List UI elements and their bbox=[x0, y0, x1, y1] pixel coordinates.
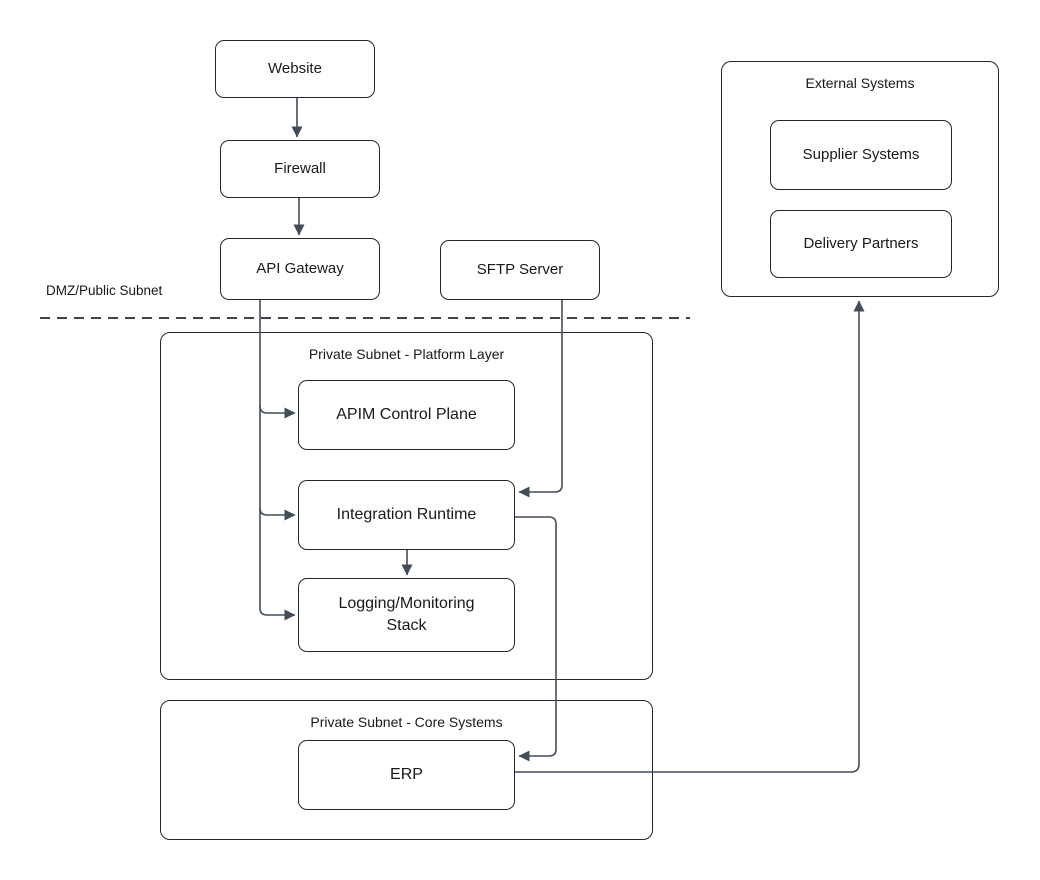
node-apim-control-plane: APIM Control Plane bbox=[298, 380, 515, 450]
node-sftp-server-label: SFTP Server bbox=[476, 260, 564, 278]
zone-label-dmz: DMZ/Public Subnet bbox=[46, 283, 163, 298]
node-erp-label: ERP bbox=[390, 766, 423, 784]
node-erp: ERP bbox=[298, 740, 515, 810]
node-website: Website bbox=[215, 40, 375, 98]
node-apim-control-plane-label: APIM Control Plane bbox=[336, 406, 477, 424]
container-external-systems-title: External Systems bbox=[805, 75, 915, 91]
container-platform-layer-title: Private Subnet - Platform Layer bbox=[308, 346, 505, 362]
node-api-gateway: API Gateway bbox=[220, 238, 380, 300]
container-core-systems-title: Private Subnet - Core Systems bbox=[310, 714, 503, 730]
node-logging-monitoring-stack: Logging/Monitoring Stack bbox=[298, 578, 515, 652]
node-delivery-partners: Delivery Partners bbox=[770, 210, 952, 278]
node-firewall-label: Firewall bbox=[274, 159, 326, 177]
node-integration-runtime: Integration Runtime bbox=[298, 480, 515, 550]
node-supplier-systems-label: Supplier Systems bbox=[802, 145, 920, 163]
node-logging-monitoring-stack-label: Logging/Monitoring Stack bbox=[338, 595, 475, 634]
node-supplier-systems: Supplier Systems bbox=[770, 120, 952, 190]
node-sftp-server: SFTP Server bbox=[440, 240, 600, 300]
node-delivery-partners-label: Delivery Partners bbox=[803, 234, 919, 252]
node-integration-runtime-label: Integration Runtime bbox=[336, 506, 477, 524]
node-website-label: Website bbox=[268, 59, 322, 77]
container-external-systems: External Systems bbox=[721, 61, 999, 297]
node-api-gateway-label: API Gateway bbox=[256, 259, 344, 277]
node-firewall: Firewall bbox=[220, 140, 380, 198]
